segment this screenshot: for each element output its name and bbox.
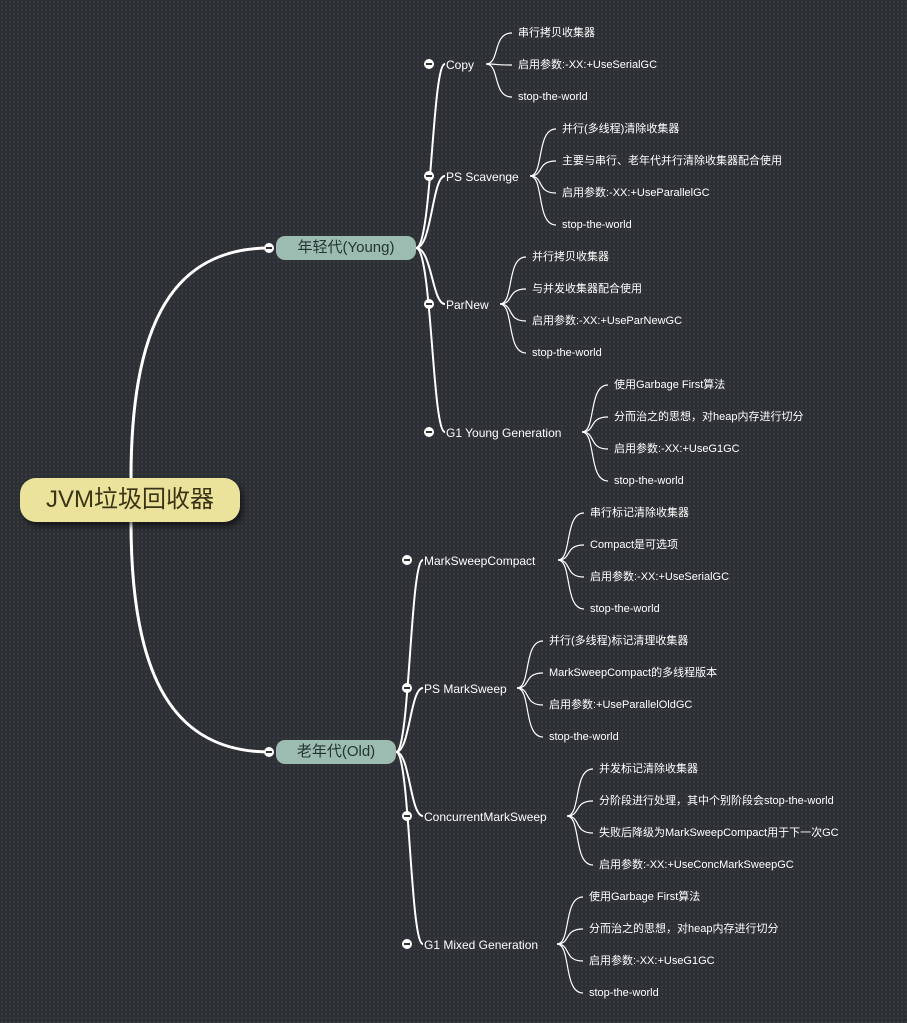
edge-psms-leaf-3: [516, 687, 544, 706]
g1young-collapse-icon[interactable]: [424, 427, 434, 437]
leaf-g1mixed-2: 分而治之的思想，对heap内存进行切分: [589, 923, 779, 935]
edge-psscavenge-leaf-3: [529, 175, 557, 194]
edge-young-g1: [415, 247, 446, 433]
edge-old-msc: [395, 559, 424, 753]
edge-parnew-leaf-2: [499, 288, 527, 305]
leaf-cms-4: 启用参数:-XX:+UseConcMarkSweepGC: [599, 859, 794, 871]
psscavenge-collapse-icon[interactable]: [424, 171, 434, 181]
leaf-psscavenge-2: 主要与串行、老年代并行清除收集器配合使用: [562, 155, 782, 167]
edge-g1mixed-leaf-2: [556, 928, 584, 945]
leaf-psms-2: MarkSweepCompact的多线程版本: [549, 667, 718, 679]
branch-g1-young[interactable]: G1 Young Generation: [446, 426, 562, 440]
psms-collapse-icon[interactable]: [402, 683, 412, 693]
edge-old-g1mixed: [395, 751, 424, 945]
root-label: JVM垃圾回收器: [46, 486, 214, 513]
leaf-parnew-2: 与并发收集器配合使用: [532, 283, 642, 295]
old-generation-label: 老年代(Old): [296, 743, 376, 760]
edge-psscavenge-leaf-2: [529, 160, 557, 177]
root-node[interactable]: JVM垃圾回收器: [20, 478, 240, 522]
edge-parnew-leaf-4: [499, 303, 527, 354]
edge-young-copy: [415, 63, 446, 249]
edge-g1young-leaf-2: [581, 416, 609, 433]
leaf-parnew-3: 启用参数:-XX:+UseParNewGC: [532, 315, 683, 327]
edge-msc-leaf-1: [557, 512, 585, 561]
leaf-psms-3: 启用参数:+UseParallelOldGC: [549, 699, 693, 711]
edge-young-psscavenge: [415, 175, 446, 249]
leaf-copy-1: 串行拷贝收集器: [518, 27, 595, 39]
leaf-parnew-1: 并行拷贝收集器: [532, 251, 609, 263]
leaf-psscavenge-3: 启用参数:-XX:+UseParallelGC: [562, 187, 710, 199]
branch-parnew[interactable]: ParNew: [446, 298, 489, 312]
young-generation-node[interactable]: 年轻代(Young): [276, 236, 416, 260]
leaf-cms-1: 并发标记清除收集器: [599, 763, 698, 775]
cms-collapse-icon[interactable]: [402, 811, 412, 821]
branch-ps-marksweep[interactable]: PS MarkSweep: [424, 682, 507, 696]
branch-copy[interactable]: Copy: [446, 58, 475, 72]
edge-cms-leaf-1: [566, 768, 594, 817]
edge-msc-leaf-2: [557, 544, 585, 561]
leaf-g1mixed-3: 启用参数:-XX:+UseG1GC: [589, 955, 715, 967]
edge-psms-leaf-2: [516, 672, 544, 689]
copy-collapse-icon[interactable]: [424, 59, 434, 69]
edge-psms-leaf-1: [516, 640, 544, 689]
young-collapse-icon[interactable]: [264, 243, 274, 253]
leaf-copy-3: stop-the-world: [518, 91, 588, 103]
leaf-cms-2: 分阶段进行处理，其中个别阶段会stop-the-world: [599, 795, 834, 807]
leaf-g1mixed-1: 使用Garbage First算法: [589, 891, 701, 903]
edge-cms-leaf-3: [566, 815, 594, 834]
parnew-collapse-icon[interactable]: [424, 299, 434, 309]
leaf-g1young-4: stop-the-world: [614, 475, 684, 487]
leaf-psms-4: stop-the-world: [549, 731, 619, 743]
edge-old-cms: [395, 751, 424, 817]
edge-g1mixed-leaf-3: [556, 943, 584, 962]
leaf-g1young-3: 启用参数:-XX:+UseG1GC: [614, 443, 740, 455]
leaf-g1young-1: 使用Garbage First算法: [614, 379, 726, 391]
leaf-g1young-2: 分而治之的思想，对heap内存进行切分: [614, 411, 804, 423]
edge-g1young-leaf-3: [581, 431, 609, 450]
edge-g1mixed-leaf-1: [556, 896, 584, 945]
edge-psscavenge-leaf-1: [529, 128, 557, 177]
edge-root-old: [129, 521, 271, 754]
leaf-msc-1: 串行标记清除收集器: [590, 507, 689, 519]
leaf-psms-1: 并行(多线程)标记清理收集器: [549, 635, 689, 647]
edge-cms-leaf-4: [566, 815, 594, 866]
edge-root-young: [129, 246, 271, 479]
edge-cms-leaf-2: [566, 800, 594, 817]
branch-g1-mixed[interactable]: G1 Mixed Generation: [424, 938, 539, 952]
branch-marksweepcompact[interactable]: MarkSweepCompact: [424, 554, 536, 568]
leaf-psscavenge-1: 并行(多线程)清除收集器: [562, 123, 680, 135]
leaf-msc-3: 启用参数:-XX:+UseSerialGC: [590, 571, 730, 583]
leaf-msc-2: Compact是可选项: [590, 539, 679, 551]
leaf-copy-2: 启用参数:-XX:+UseSerialGC: [518, 59, 658, 71]
edge-parnew-leaf-3: [499, 303, 527, 322]
edge-g1young-leaf-1: [581, 384, 609, 433]
edge-g1mixed-leaf-4: [556, 943, 584, 994]
edge-parnew-leaf-1: [499, 256, 527, 305]
young-generation-label: 年轻代(Young): [297, 239, 395, 256]
leaf-parnew-4: stop-the-world: [532, 347, 602, 359]
edge-copy-leaf-1: [485, 32, 513, 65]
edge-psms-leaf-4: [516, 687, 544, 738]
edge-msc-leaf-3: [557, 559, 585, 578]
leaf-cms-3: 失败后降级为MarkSweepCompact用于下一次GC: [599, 827, 839, 839]
branch-concurrentmarksweep[interactable]: ConcurrentMarkSweep: [424, 810, 547, 824]
edge-psscavenge-leaf-4: [529, 175, 557, 226]
leaf-msc-4: stop-the-world: [590, 603, 660, 615]
branch-ps-scavenge[interactable]: PS Scavenge: [446, 170, 519, 184]
leaf-psscavenge-4: stop-the-world: [562, 219, 632, 231]
edge-msc-leaf-4: [557, 559, 585, 610]
edge-old-psms: [395, 687, 424, 753]
msc-collapse-icon[interactable]: [402, 555, 412, 565]
leaf-g1mixed-4: stop-the-world: [589, 987, 659, 999]
edge-copy-leaf-3: [485, 63, 513, 98]
edge-young-parnew: [415, 247, 446, 305]
g1mixed-collapse-icon[interactable]: [402, 939, 412, 949]
edge-g1young-leaf-4: [581, 431, 609, 482]
old-generation-node[interactable]: 老年代(Old): [276, 740, 396, 764]
old-collapse-icon[interactable]: [264, 747, 274, 757]
